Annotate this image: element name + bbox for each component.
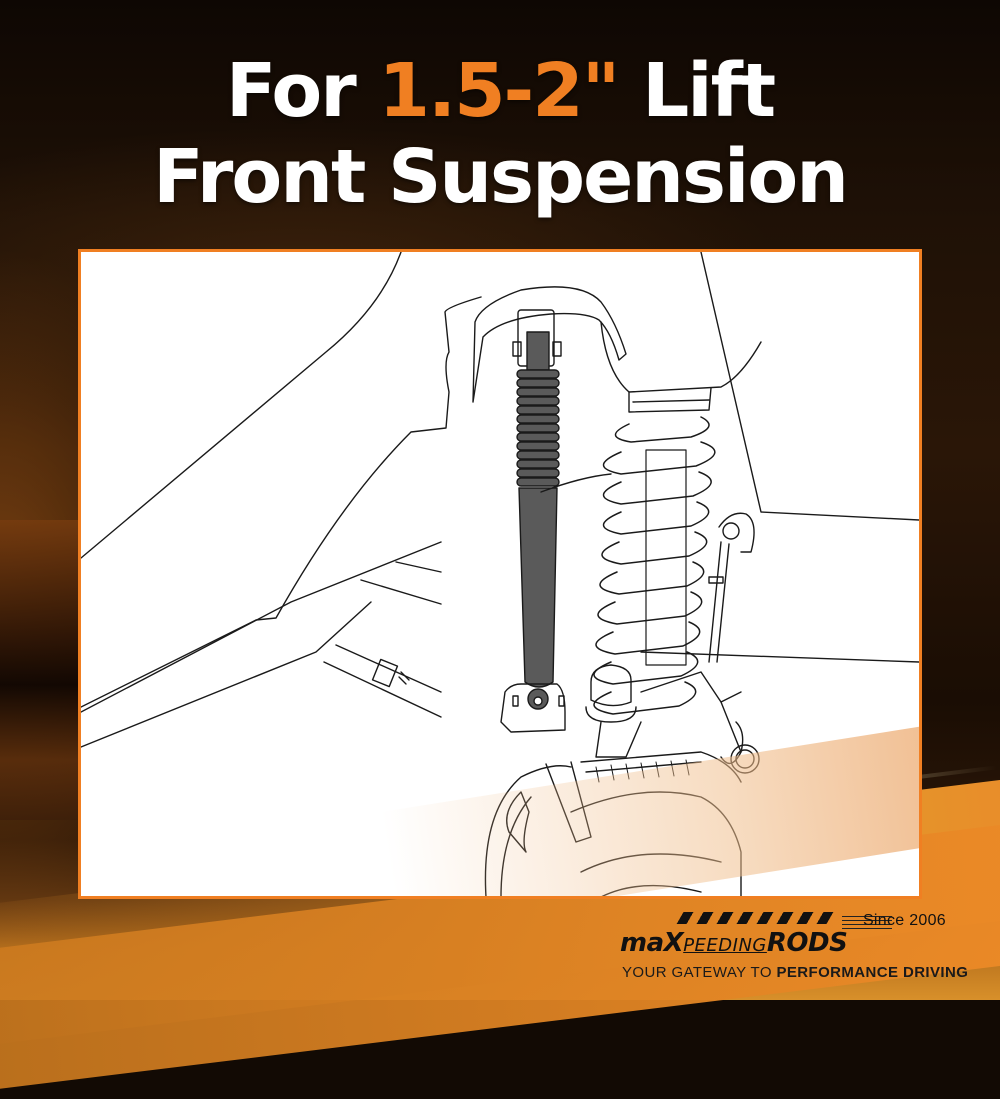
sway-bar-link xyxy=(708,512,755,663)
shock-absorber xyxy=(500,331,566,733)
tagline-regular: YOUR GATEWAY TO xyxy=(622,964,772,981)
brand-logo: Since 2006 maXPEEDINGRODS YOUR GATEWAY T… xyxy=(620,910,968,985)
checkered-flag-stripe xyxy=(676,912,834,924)
headline-suffix: Lift xyxy=(642,48,776,134)
headline-line-1: For 1.5-2" Lift xyxy=(0,48,1000,134)
spring-tower xyxy=(540,252,919,663)
headline: For 1.5-2" Lift Front Suspension xyxy=(0,48,1000,220)
logo-brand-part-3: RODS xyxy=(766,928,848,958)
logo-since-year: Since 2006 xyxy=(862,912,946,929)
headline-prefix: For xyxy=(225,48,357,134)
suspension-illustration xyxy=(81,252,919,896)
coil-spring xyxy=(593,416,716,715)
logo-tagline: YOUR GATEWAY TO PERFORMANCE DRIVING xyxy=(622,964,968,981)
control-arm xyxy=(323,561,442,718)
background-rock xyxy=(0,520,90,820)
tagline-bold: PERFORMANCE DRIVING xyxy=(776,964,969,981)
headline-lift-range: 1.5-2" xyxy=(378,48,620,134)
headline-line-2: Front Suspension xyxy=(153,134,849,220)
logo-brand-part-2: PEEDING xyxy=(683,935,767,956)
fender-panel xyxy=(81,252,482,748)
logo-wordmark: maXPEEDINGRODS xyxy=(620,928,848,958)
speed-lines-icon xyxy=(842,916,892,932)
logo-brand-part-1: maX xyxy=(620,928,684,958)
illustration-frame xyxy=(78,249,922,899)
